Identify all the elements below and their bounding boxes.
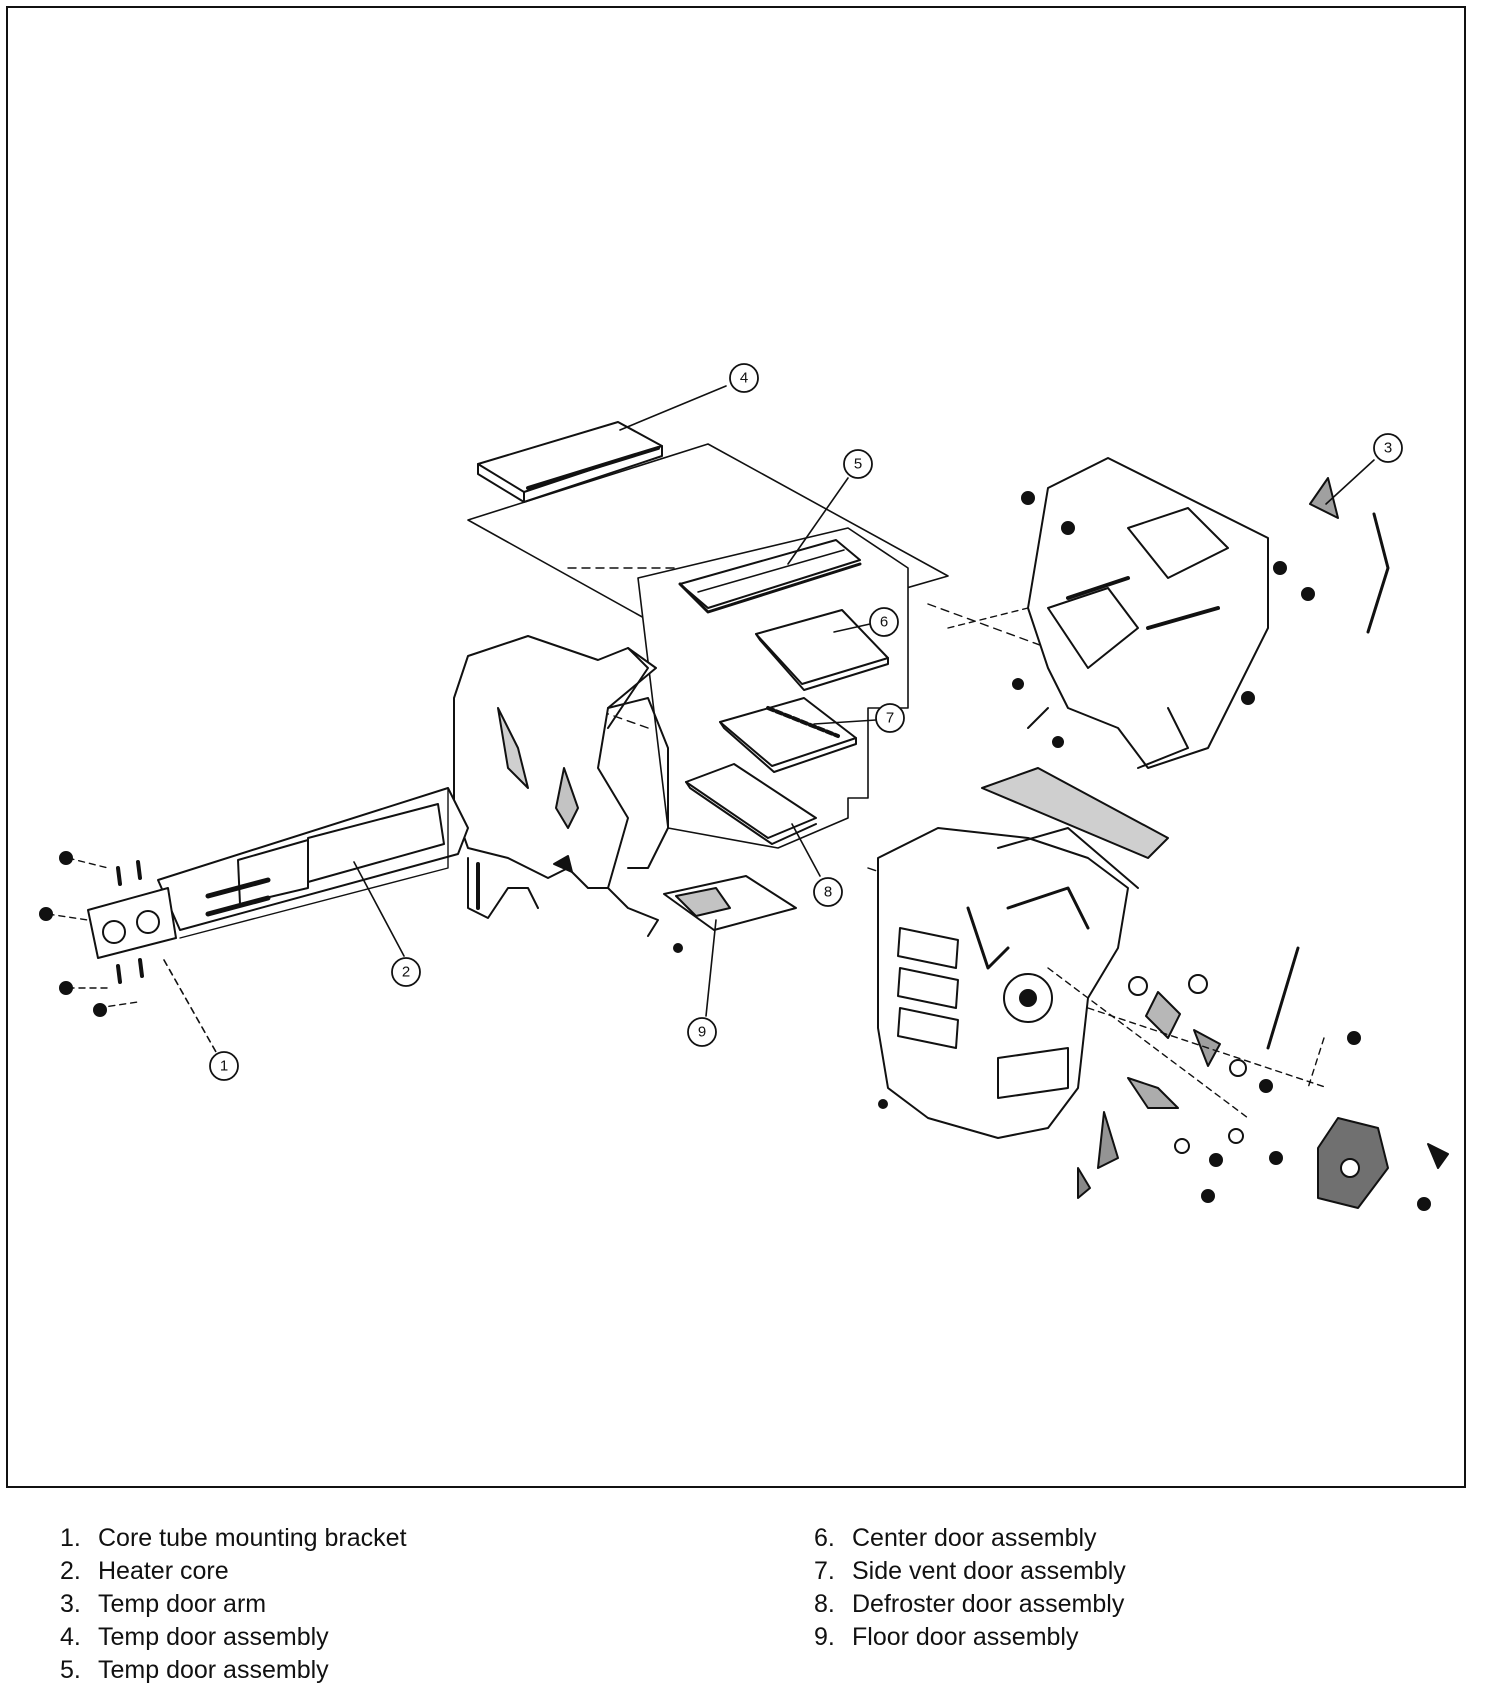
legend-item-8: 8. Defroster door assembly xyxy=(814,1588,1126,1621)
legend-item-9: 9. Floor door assembly xyxy=(814,1621,1126,1654)
legend-item-3: 3. Temp door arm xyxy=(60,1588,407,1621)
defroster-door-8-part xyxy=(685,763,817,845)
legend-number: 3. xyxy=(60,1590,81,1618)
callout-1: 1 xyxy=(220,1058,228,1075)
legend-item-1: 1. Core tube mounting bracket xyxy=(60,1522,407,1555)
legend-text: Temp door arm xyxy=(98,1590,267,1618)
side-vent-door-7-part xyxy=(719,697,857,773)
heater-core-part xyxy=(157,787,469,939)
legend-item-5: 5. Temp door assembly xyxy=(60,1654,407,1687)
callout-2: 2 xyxy=(402,964,410,981)
exploded-view-drawing: 1 2 3 4 5 6 7 8 9 xyxy=(39,363,1449,1211)
legend-column-right: 6. Center door assembly 7. Side vent doo… xyxy=(814,1522,1126,1654)
floor-door-9-part xyxy=(663,875,797,931)
legend-number: 6. xyxy=(814,1524,835,1552)
legend-number: 9. xyxy=(814,1623,835,1651)
legend-text: Floor door assembly xyxy=(852,1623,1079,1651)
legend-item-7: 7. Side vent door assembly xyxy=(814,1555,1126,1588)
legend-number: 2. xyxy=(60,1557,81,1585)
legend-text: Side vent door assembly xyxy=(852,1557,1126,1585)
legend-column-left: 1. Core tube mounting bracket 2. Heater … xyxy=(60,1522,407,1687)
temp-door-5-part xyxy=(678,539,862,614)
legend-number: 7. xyxy=(814,1557,835,1585)
callout-4: 4 xyxy=(740,370,748,387)
legend-text: Core tube mounting bracket xyxy=(98,1524,407,1552)
callout-circles xyxy=(209,363,1403,1081)
legend-number: 8. xyxy=(814,1590,835,1618)
callout-7: 7 xyxy=(886,710,894,727)
legend-text: Temp door assembly xyxy=(98,1623,329,1651)
legend-item-4: 4. Temp door assembly xyxy=(60,1621,407,1654)
legend-item-2: 2. Heater core xyxy=(60,1555,407,1588)
callout-9: 9 xyxy=(698,1024,706,1041)
diagram-frame: 1 2 3 4 5 6 7 8 9 xyxy=(6,6,1466,1488)
core-tube-mounting-bracket-part xyxy=(39,851,177,1017)
callout-8: 8 xyxy=(824,884,832,901)
legend-text: Temp door assembly xyxy=(98,1656,329,1684)
legend-text: Center door assembly xyxy=(852,1524,1097,1552)
center-door-6-part xyxy=(755,609,889,691)
legend-number: 1. xyxy=(60,1524,81,1552)
heater-case-left-half xyxy=(453,635,669,937)
callout-leaders xyxy=(163,385,1375,1053)
legend-text: Heater core xyxy=(98,1557,229,1585)
callout-3: 3 xyxy=(1384,440,1392,457)
callout-6: 6 xyxy=(880,614,888,631)
heater-case-right-half xyxy=(877,767,1169,1139)
callout-5: 5 xyxy=(854,456,862,473)
seal-sheet xyxy=(467,443,949,649)
linkage-hardware xyxy=(673,943,1449,1211)
legend-number: 4. xyxy=(60,1623,81,1651)
legend-item-6: 6. Center door assembly xyxy=(814,1522,1126,1555)
legend-text: Defroster door assembly xyxy=(852,1590,1125,1618)
upper-case-section xyxy=(947,457,1390,769)
legend-number: 5. xyxy=(60,1656,81,1684)
temp-door-4-part xyxy=(477,421,663,503)
